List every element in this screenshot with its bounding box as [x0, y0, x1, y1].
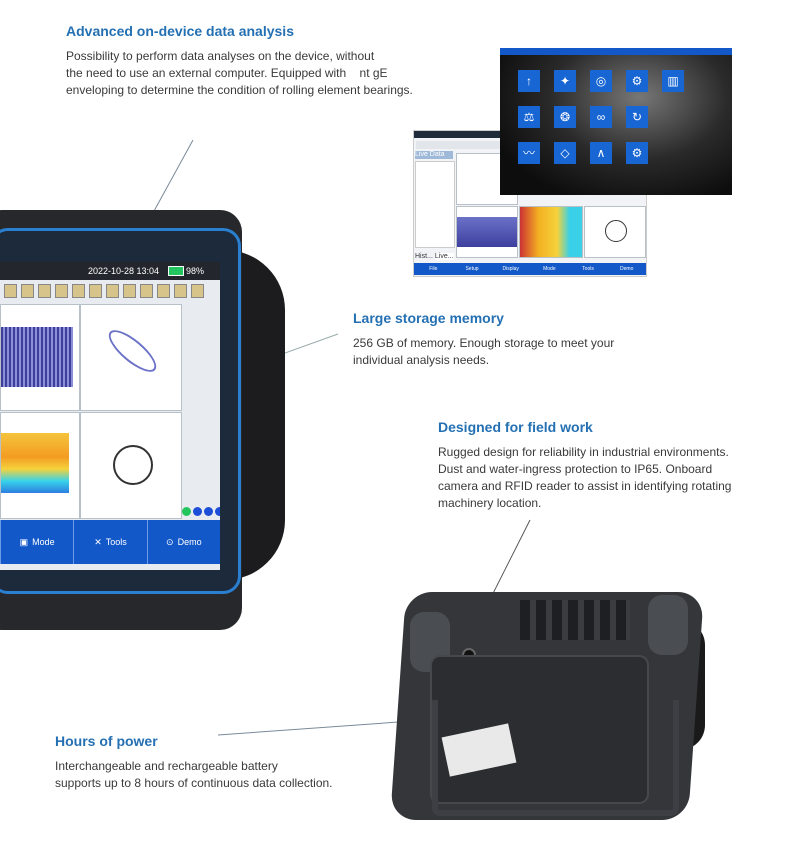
- analysis-heading: Advanced on-device data analysis: [66, 23, 294, 39]
- demo-button[interactable]: ⊙Demo: [146, 520, 220, 564]
- tool-icon[interactable]: [38, 284, 51, 298]
- tab-live[interactable]: Live...: [434, 253, 454, 260]
- tools-button[interactable]: Tools: [582, 266, 594, 272]
- play-icon: ⊙: [166, 536, 174, 547]
- text-line: camera and RFID reader to assist in iden…: [438, 479, 732, 493]
- status-dot: [215, 507, 220, 516]
- mode-icon: ▣: [19, 536, 29, 547]
- status-dot: [193, 507, 202, 516]
- text-line: 256 GB of memory. Enough storage to meet…: [353, 336, 615, 350]
- mode-label: Mode: [32, 537, 55, 547]
- rotation-app-icon[interactable]: ↻: [626, 106, 648, 128]
- display-button[interactable]: Display: [502, 266, 519, 272]
- time-waveform-pane: [0, 304, 80, 411]
- tool-icon[interactable]: [191, 284, 204, 298]
- field-text: Rugged design for reliability in industr…: [438, 444, 731, 512]
- toolbar: [416, 141, 506, 149]
- file-button[interactable]: File: [429, 266, 438, 272]
- tool-icon[interactable]: [55, 284, 68, 298]
- tablet-bottom-bar: ▣Mode ✕Tools ⊙Demo: [0, 520, 220, 564]
- orbit-plot-pane: [80, 304, 182, 411]
- tool-icon[interactable]: [174, 284, 187, 298]
- tool-icon[interactable]: [106, 284, 119, 298]
- order-tracking-app-icon[interactable]: ◎: [590, 70, 612, 92]
- demo-label: Demo: [177, 537, 202, 547]
- bump-test-app-icon[interactable]: ✦: [554, 70, 576, 92]
- polar-plot-pane: [584, 206, 646, 258]
- tool-icon[interactable]: [21, 284, 34, 298]
- storage-text: 256 GB of memory. Enough storage to meet…: [353, 335, 614, 369]
- text-line: the need to use an external computer. Eq…: [66, 66, 388, 80]
- analysis-text: Possibility to perform data analyses on …: [66, 48, 413, 99]
- desktop-bottom-bar: File Setup Display Mode Tools Demo: [414, 263, 646, 275]
- status-dot: [182, 507, 191, 516]
- sidebar-title: Live Data: [415, 151, 453, 159]
- text-line: Interchangeable and rechargeable battery: [55, 759, 278, 773]
- settings-app-icon[interactable]: ⚙: [626, 142, 648, 164]
- power-text: Interchangeable and rechargeable battery…: [55, 758, 333, 792]
- demo-button[interactable]: Demo: [620, 266, 634, 272]
- field-heading: Designed for field work: [438, 419, 593, 435]
- text-line: machinery location.: [438, 496, 542, 510]
- text-line: Dust and water-ingress protection to IP6…: [438, 462, 713, 476]
- tool-icon[interactable]: [157, 284, 170, 298]
- tree-view[interactable]: [415, 161, 455, 248]
- kickstand: [432, 700, 679, 816]
- battery-compartment: [430, 655, 649, 804]
- battery-level: 98%: [186, 266, 205, 276]
- status-dots: [182, 507, 220, 516]
- layers-app-icon[interactable]: ◇: [554, 142, 576, 164]
- launcher-titlebar: [500, 48, 732, 55]
- corner-bumper: [648, 595, 688, 655]
- balancing-app-icon[interactable]: ⚖: [518, 106, 540, 128]
- battery-icon: [168, 266, 184, 276]
- text-line: supports up to 8 hours of continuous dat…: [55, 776, 333, 790]
- text-line: Possibility to perform data analyses on …: [66, 49, 375, 63]
- tools-label: Tools: [105, 537, 127, 547]
- tool-icon[interactable]: [123, 284, 136, 298]
- upload-app-icon[interactable]: ↑: [518, 70, 540, 92]
- mode-button[interactable]: ▣Mode: [0, 520, 73, 564]
- spectrogram-pane: [519, 206, 583, 258]
- timestamp: 2022-10-28 13:04: [88, 266, 160, 276]
- tool-icon[interactable]: [72, 284, 85, 298]
- tools-button[interactable]: ✕Tools: [73, 520, 146, 564]
- demodulation-app-icon[interactable]: ⚙: [626, 70, 648, 92]
- text-line: Rugged design for reliability in industr…: [438, 445, 729, 459]
- power-heading: Hours of power: [55, 733, 158, 749]
- tab-hist[interactable]: Hist...: [415, 253, 433, 260]
- tool-icon[interactable]: [4, 284, 17, 298]
- storage-heading: Large storage memory: [353, 310, 504, 326]
- tool-icon[interactable]: [140, 284, 153, 298]
- mode-button[interactable]: Mode: [543, 266, 556, 272]
- polar-plot-pane: [80, 412, 182, 519]
- time-waveform-pane: [456, 206, 518, 258]
- tool-icon[interactable]: [89, 284, 102, 298]
- status-dot: [204, 507, 213, 516]
- orbit-analysis-app-icon[interactable]: ∞: [590, 106, 612, 128]
- tools-icon: ✕: [94, 536, 102, 547]
- text-line: enveloping to determine the condition of…: [66, 83, 413, 97]
- peak-app-icon[interactable]: ∧: [590, 142, 612, 164]
- spectrogram-pane: [0, 412, 80, 519]
- text-line: individual analysis needs.: [353, 353, 490, 367]
- ge-enveloping-app-icon[interactable]: ❂: [554, 106, 576, 128]
- app-launcher-screenshot: ↑ ✦ ◎ ⚙ ▥ ⚖ ❂ ∞ ↻ 〰 ◇ ∧ ⚙: [500, 48, 732, 195]
- setup-button[interactable]: Setup: [465, 266, 479, 272]
- library-app-icon[interactable]: ▥: [662, 70, 684, 92]
- waveform-app-icon[interactable]: 〰: [518, 142, 540, 164]
- toolbar: [0, 284, 220, 300]
- status-bar: 2022-10-28 13:04 98%: [0, 262, 220, 280]
- tablet-screen: 2022-10-28 13:04 98% ▣Mode ✕Tools ⊙Demo: [0, 262, 220, 570]
- connector-ports: [520, 600, 630, 640]
